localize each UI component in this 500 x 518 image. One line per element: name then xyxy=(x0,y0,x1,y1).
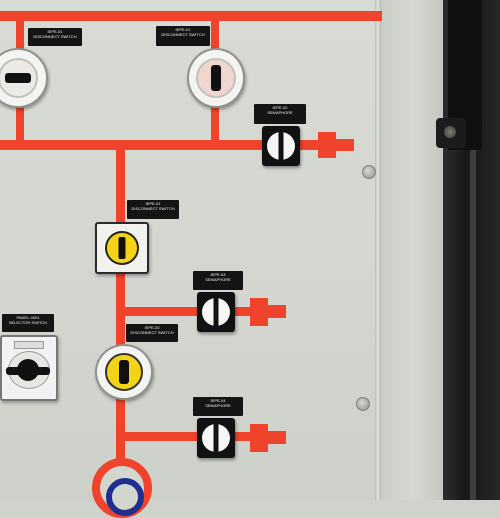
label-line2: DISCONNECT SWITCH xyxy=(131,206,175,211)
label-line1: IEPE-03 xyxy=(210,272,226,277)
frame-seam xyxy=(470,150,476,500)
disconnect-switch-top-left[interactable] xyxy=(0,48,48,108)
label-line2: DISCONNECT SWITCH xyxy=(161,32,205,37)
busbar-left-lower xyxy=(16,104,24,146)
label-left-selector: PANEL-0001 SELECTOR SWITCH xyxy=(2,314,54,332)
switch-knob-icon xyxy=(118,237,126,259)
semaphore-slot xyxy=(213,423,219,453)
label-lower-mid: IEPE-03 DISCONNECT SWITCH xyxy=(126,324,178,342)
busbar-branch-upper xyxy=(120,307,260,316)
disconnect-switch-top-center[interactable] xyxy=(187,48,245,108)
bus-stub-upper-tip xyxy=(334,139,354,151)
semaphore-slot xyxy=(278,131,284,161)
label-right-mid: IEPE-03 SEMAPHORE xyxy=(193,271,243,290)
label-middle: IEPE-01 DISCONNECT SWITCH xyxy=(127,200,179,219)
busbar-branch-lower xyxy=(120,432,260,441)
bus-stub-upper xyxy=(318,132,336,158)
label-line2: DISCONNECT SWITCH xyxy=(130,330,174,335)
label-right-upper: IEPE-02 SEMAPHORE xyxy=(254,104,306,124)
semaphore-middle xyxy=(197,292,235,332)
bus-stub-mid-tip xyxy=(266,305,286,318)
label-line2: DISCONNECT SWITCH xyxy=(33,34,77,39)
label-line1: PANEL-0001 xyxy=(16,315,40,320)
label-line1: IEPE-01 xyxy=(175,27,191,32)
label-line2: SEMAPHORE xyxy=(205,277,231,282)
label-top-left: IEPE-01 DISCONNECT SWITCH xyxy=(28,28,82,46)
semaphore-slot xyxy=(213,297,219,327)
label-line1: IEPE-03 xyxy=(144,325,160,330)
label-line1: IEPE-01 xyxy=(47,29,63,34)
bus-stub-low xyxy=(250,424,268,452)
hinge-bolt-icon xyxy=(444,126,456,138)
label-line2: SELECTOR SWITCH xyxy=(8,320,48,325)
label-line1: IEPE-04 xyxy=(210,398,226,403)
switch-knob-icon xyxy=(211,65,221,91)
busbar-vertical xyxy=(116,145,125,465)
busbar-main xyxy=(0,140,322,150)
selector-position-plate xyxy=(14,341,44,349)
cabinet-door xyxy=(381,0,443,500)
switch-knob-icon xyxy=(5,73,31,83)
busbar-center-lower xyxy=(211,104,219,146)
label-line2: SEMAPHORE xyxy=(267,110,293,115)
panel-bolt-icon xyxy=(362,165,376,179)
selector-switch[interactable] xyxy=(0,335,58,401)
label-right-low: IEPE-04 SEMAPHORE xyxy=(193,397,243,416)
bus-stub-low-tip xyxy=(266,431,286,444)
semaphore-lower xyxy=(197,418,235,458)
earthing-ring-inner xyxy=(106,478,144,516)
label-line1: IEPE-02 xyxy=(272,105,288,110)
semaphore-upper xyxy=(262,126,300,166)
panel-edge xyxy=(375,0,381,500)
panel-bolt-icon xyxy=(356,397,370,411)
disconnect-switch-middle[interactable] xyxy=(95,222,149,274)
busbar-top-drop-left xyxy=(16,11,24,51)
label-line1: IEPE-01 xyxy=(145,201,161,206)
label-line2: SEMAPHORE xyxy=(205,403,231,408)
selector-knob-icon xyxy=(6,367,50,375)
busbar-top-drop-center xyxy=(211,11,219,51)
busbar-top xyxy=(0,11,382,21)
bus-stub-mid xyxy=(250,298,268,326)
label-top-center: IEPE-01 DISCONNECT SWITCH xyxy=(156,26,210,46)
switch-knob-icon xyxy=(119,360,129,384)
disconnect-switch-lower[interactable] xyxy=(95,344,153,400)
